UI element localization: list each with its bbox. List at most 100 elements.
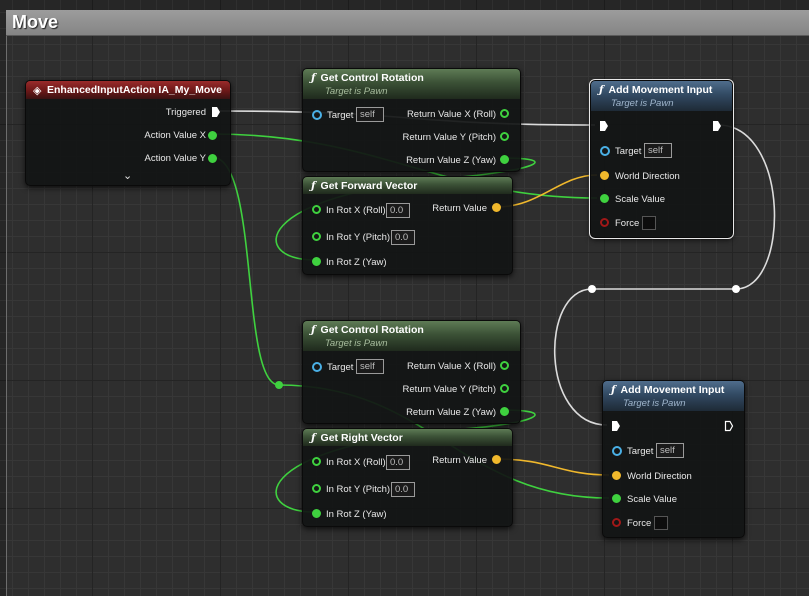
object-in-pin[interactable] (312, 362, 322, 372)
float-out-pin[interactable] (500, 384, 509, 393)
get-control-rotation-node[interactable]: ƒ Get Control Rotation Target is Pawn Tar… (302, 68, 521, 172)
target-self-field[interactable]: self (644, 143, 672, 158)
force-checkbox[interactable] (642, 216, 656, 230)
event-icon: ◈ (33, 85, 42, 97)
float-out-pin[interactable] (500, 361, 509, 370)
float-out-pin[interactable] (500, 109, 509, 118)
vector-in-pin[interactable] (612, 471, 621, 480)
exec-wire-reroute-1 (717, 124, 776, 290)
function-icon: ƒ (311, 180, 316, 192)
reroute-knot (732, 285, 740, 293)
float-reroute-knot (275, 381, 283, 389)
pin-label-in-rot-y: In Rot Y (Pitch) (326, 484, 391, 495)
vector-out-pin[interactable] (492, 455, 501, 464)
target-self-field[interactable]: self (356, 107, 384, 122)
node-title-text: Add Movement Input (620, 384, 725, 396)
pin-label-action-y: Action Value Y (144, 153, 206, 164)
float-in-pin[interactable] (312, 484, 321, 493)
float-in-pin[interactable] (312, 257, 321, 266)
pin-label-return-x: Return Value X (Roll) (406, 361, 496, 372)
pin-label-in-rot-y: In Rot Y (Pitch) (326, 232, 391, 243)
pin-label-in-rot-x: In Rot X (Roll) (326, 205, 386, 216)
pin-label-target: Target (327, 110, 354, 121)
pin-label-return-z: Return Value Z (Yaw) (406, 155, 496, 166)
pin-label-target: Target (627, 446, 654, 457)
pin-label-in-rot-z: In Rot Z (Yaw) (326, 257, 387, 268)
function-icon: ƒ (599, 84, 604, 96)
function-icon: ƒ (311, 324, 316, 336)
float-out-pin[interactable] (500, 155, 509, 164)
node-title: ƒ Add Movement Input (611, 384, 724, 396)
float-in-pin[interactable] (312, 232, 321, 241)
pin-label-force: Force (627, 518, 652, 529)
pin-label-action-x: Action Value X (144, 130, 206, 141)
node-subtitle: Target is Pawn (325, 86, 388, 97)
function-icon: ƒ (311, 432, 316, 444)
comment-header[interactable]: Move (6, 10, 809, 36)
object-in-pin[interactable] (612, 446, 622, 456)
node-title-text: Get Control Rotation (320, 72, 424, 84)
float-in-pin[interactable] (312, 205, 321, 214)
pin-label-return-x: Return Value X (Roll) (406, 109, 496, 120)
float-out-pin[interactable] (500, 132, 509, 141)
bool-in-pin[interactable] (600, 218, 609, 227)
pin-label-world-direction: World Direction (627, 471, 692, 482)
float-in-pin[interactable] (312, 457, 321, 466)
get-control-rotation-node[interactable]: ƒ Get Control Rotation Target is Pawn Tar… (302, 320, 521, 424)
pin-label-scale-value: Scale Value (627, 494, 677, 505)
node-title: ƒ Get Control Rotation (311, 72, 424, 84)
in-rot-x-field[interactable]: 0.0 (386, 203, 410, 218)
float-in-pin[interactable] (312, 509, 321, 518)
function-icon: ƒ (611, 384, 616, 396)
add-movement-input-node[interactable]: ƒ Add Movement Input Target is Pawn Targe… (602, 380, 745, 538)
vector-wire-right (496, 458, 610, 476)
float-out-pin[interactable] (208, 131, 217, 140)
force-checkbox[interactable] (654, 516, 668, 530)
node-subtitle: Target is Pawn (623, 398, 686, 409)
comment-title: Move (12, 12, 59, 32)
vector-in-pin[interactable] (600, 171, 609, 180)
node-title: ƒ Get Control Rotation (311, 324, 424, 336)
node-header (303, 177, 512, 194)
object-in-pin[interactable] (312, 110, 322, 120)
node-title-text: Add Movement Input (608, 84, 713, 96)
node-subtitle: Target is Pawn (611, 98, 674, 109)
node-header (303, 69, 520, 99)
node-header (303, 321, 520, 351)
input-action-node[interactable]: ◈ EnhancedInputAction IA_My_Move Trigger… (25, 80, 231, 186)
pin-label-in-rot-z: In Rot Z (Yaw) (326, 509, 387, 520)
node-subtitle: Target is Pawn (325, 338, 388, 349)
target-self-field[interactable]: self (656, 443, 684, 458)
pin-label-target: Target (327, 362, 354, 373)
vector-out-pin[interactable] (492, 203, 501, 212)
function-icon: ƒ (311, 72, 316, 84)
pin-label-return-y: Return Value Y (Pitch) (402, 384, 496, 395)
float-out-pin[interactable] (208, 154, 217, 163)
node-title: EnhancedInputAction IA_My_Move (47, 84, 223, 96)
node-title-text: Get Control Rotation (320, 324, 424, 336)
bool-in-pin[interactable] (612, 518, 621, 527)
chevron-down-icon[interactable]: ⌄ (123, 170, 133, 182)
float-out-pin[interactable] (500, 407, 509, 416)
in-rot-y-field[interactable]: 0.0 (391, 482, 415, 497)
node-header (591, 81, 732, 111)
node-header (603, 381, 744, 411)
float-in-pin[interactable] (600, 194, 609, 203)
target-self-field[interactable]: self (356, 359, 384, 374)
node-title: ƒ Add Movement Input (599, 84, 712, 96)
node-title: ƒ Get Right Vector (311, 432, 403, 444)
object-in-pin[interactable] (600, 146, 610, 156)
node-title-text: Get Right Vector (320, 432, 403, 444)
in-rot-x-field[interactable]: 0.0 (386, 455, 410, 470)
pin-label-in-rot-x: In Rot X (Roll) (326, 457, 386, 468)
pin-label-triggered: Triggered (165, 107, 206, 118)
pin-label-scale-value: Scale Value (615, 194, 665, 205)
in-rot-y-field[interactable]: 0.0 (391, 230, 415, 245)
float-in-pin[interactable] (612, 494, 621, 503)
pin-label-return-value: Return Value (432, 203, 487, 214)
